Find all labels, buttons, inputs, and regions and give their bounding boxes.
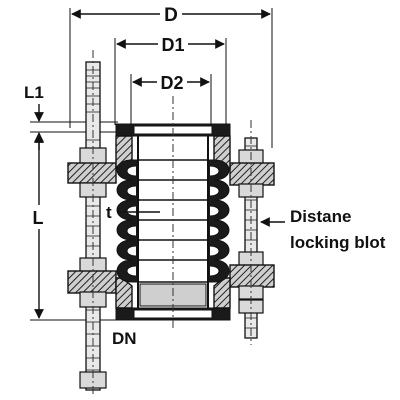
dimension-d1: D1 bbox=[114, 32, 227, 125]
label-d: D bbox=[164, 5, 178, 26]
label-dn: DN bbox=[112, 329, 137, 348]
dimension-l1: L1 bbox=[24, 83, 118, 150]
label-t: t bbox=[106, 203, 112, 222]
right-tie-rod bbox=[229, 137, 275, 339]
expansion-joint-body bbox=[115, 123, 231, 321]
label-distance-line2: locking blot bbox=[290, 233, 386, 252]
right-flange-ring-bottom bbox=[213, 277, 231, 309]
dimension-l: L bbox=[26, 133, 118, 321]
lug-plate bbox=[229, 162, 275, 186]
label-d1: D1 bbox=[161, 35, 184, 55]
dimension-d2: D2 bbox=[130, 70, 212, 124]
lug-plate bbox=[67, 162, 117, 184]
thickness-label: t bbox=[106, 203, 160, 222]
bellows-left bbox=[116, 159, 139, 283]
label-d2: D2 bbox=[160, 73, 183, 93]
left-tie-rod bbox=[67, 61, 117, 391]
bellows-right bbox=[207, 159, 230, 283]
left-flange-ring-bottom bbox=[115, 277, 133, 309]
dimension-d: D bbox=[69, 2, 273, 148]
label-l: L bbox=[33, 208, 44, 228]
lug-plate bbox=[229, 264, 275, 288]
label-l1: L1 bbox=[24, 83, 44, 102]
label-distance-line1: Distane bbox=[290, 207, 351, 226]
lug-plate bbox=[67, 270, 117, 294]
distance-locking-bolt-callout: Distane locking blot bbox=[260, 207, 386, 252]
